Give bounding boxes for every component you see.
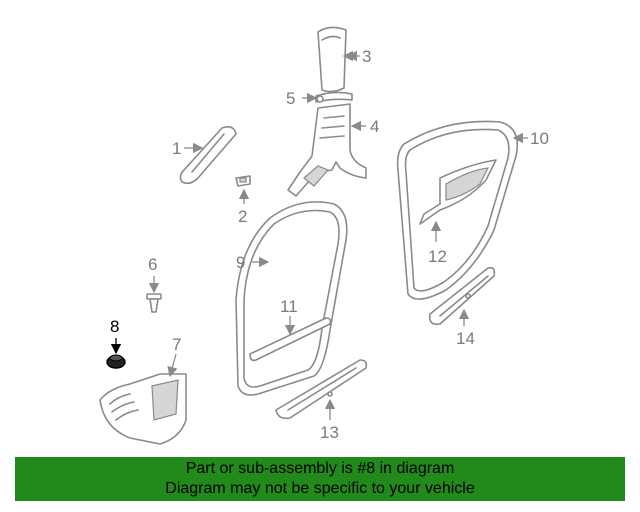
part-5-shape [315, 91, 353, 103]
callout-14: 14 [456, 329, 475, 348]
callout-12: 12 [428, 247, 447, 266]
part-2-shape [235, 175, 251, 187]
callout-1: 1 [172, 139, 181, 158]
part-12-shape [419, 159, 497, 225]
part-8-shape [106, 354, 126, 369]
part-10-shape [396, 120, 519, 300]
part-9-shape [235, 201, 348, 396]
part-14-shape [428, 266, 496, 326]
callout-6: 6 [148, 255, 157, 274]
callout-13: 13 [320, 423, 339, 442]
part-6-shape [146, 293, 162, 313]
callout-3: 3 [362, 47, 371, 66]
part-3-shape [317, 26, 360, 93]
callout-8: 8 [110, 317, 119, 336]
callout-4: 4 [370, 117, 379, 136]
part-4-shape [287, 103, 367, 197]
callout-9: 9 [236, 253, 245, 272]
parts-diagram: 3 5 4 1 2 6 8 7 9 10 11 12 13 14 [99, 26, 549, 445]
banner-line-2: Diagram may not be specific to your vehi… [165, 480, 475, 497]
callout-10: 10 [530, 129, 549, 148]
part-info-banner: Part or sub-assembly is #8 in diagram Di… [15, 457, 625, 501]
part-11-shape [249, 317, 332, 362]
callout-11: 11 [280, 297, 298, 316]
part-7-shape [99, 373, 187, 445]
part-13-shape [275, 359, 368, 420]
callout-5: 5 [286, 89, 295, 108]
part-1-shape [179, 126, 237, 185]
banner-line-1: Part or sub-assembly is #8 in diagram [185, 460, 455, 477]
callout-2: 2 [238, 207, 247, 226]
callout-7: 7 [172, 335, 181, 354]
